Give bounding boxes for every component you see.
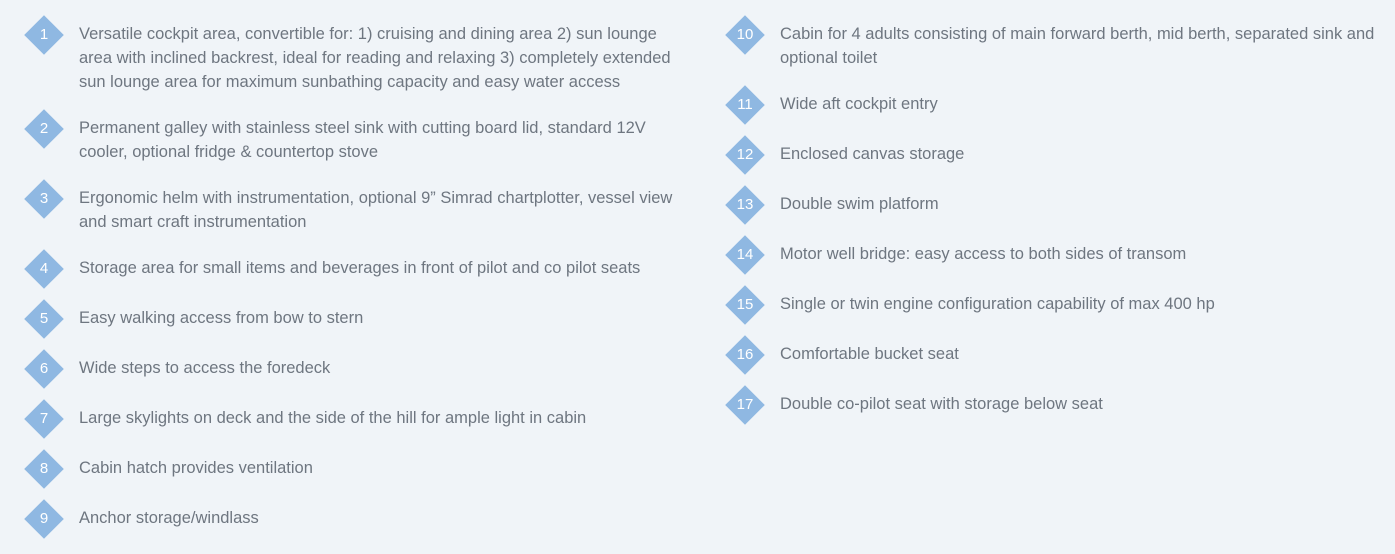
diamond-number-badge: 3 xyxy=(24,179,64,219)
feature-item-17: 17 Double co-pilot seat with storage bel… xyxy=(725,385,1375,425)
diamond-number-badge: 14 xyxy=(725,235,765,275)
feature-description: Cabin for 4 adults consisting of main fo… xyxy=(780,25,1375,67)
diamond-number-badge: 1 xyxy=(24,15,64,55)
feature-item-6: 6 Wide steps to access the foredeck xyxy=(24,349,684,389)
diamond-number-badge: 17 xyxy=(725,385,765,425)
feature-number: 6 xyxy=(39,360,49,377)
diamond-number-badge: 15 xyxy=(725,285,765,325)
feature-number: 16 xyxy=(736,346,754,363)
feature-number: 4 xyxy=(39,260,49,277)
diamond-number-badge: 12 xyxy=(725,135,765,175)
feature-item-2: 2 Permanent galley with stainless steel … xyxy=(24,109,684,164)
feature-description: Large skylights on deck and the side of … xyxy=(79,409,587,427)
feature-item-9: 9 Anchor storage/windlass xyxy=(24,499,684,539)
feature-item-13: 13 Double swim platform xyxy=(725,185,1375,225)
feature-number: 1 xyxy=(39,26,49,43)
diamond-number-badge: 7 xyxy=(24,399,64,439)
feature-item-7: 7 Large skylights on deck and the side o… xyxy=(24,399,684,439)
feature-item-12: 12 Enclosed canvas storage xyxy=(725,135,1375,175)
feature-number: 14 xyxy=(736,246,754,263)
feature-list-left: 1 Versatile cockpit area, convertible fo… xyxy=(24,15,684,554)
feature-description: Double swim platform xyxy=(780,195,939,213)
feature-item-11: 11 Wide aft cockpit entry xyxy=(725,85,1375,125)
feature-description: Comfortable bucket seat xyxy=(780,345,959,363)
feature-number: 12 xyxy=(736,146,754,163)
feature-number: 13 xyxy=(736,196,754,213)
feature-description: Versatile cockpit area, convertible for:… xyxy=(79,25,671,91)
feature-description: Motor well bridge: easy access to both s… xyxy=(780,245,1187,263)
diamond-number-badge: 9 xyxy=(24,499,64,539)
feature-description: Enclosed canvas storage xyxy=(780,145,965,163)
feature-item-10: 10 Cabin for 4 adults consisting of main… xyxy=(725,15,1375,70)
feature-item-14: 14 Motor well bridge: easy access to bot… xyxy=(725,235,1375,275)
feature-number: 11 xyxy=(737,96,753,113)
diamond-number-badge: 13 xyxy=(725,185,765,225)
feature-item-1: 1 Versatile cockpit area, convertible fo… xyxy=(24,15,684,94)
feature-number: 9 xyxy=(39,510,49,527)
feature-number: 3 xyxy=(39,190,49,207)
diamond-number-badge: 2 xyxy=(24,109,64,149)
feature-number: 15 xyxy=(736,296,754,313)
feature-item-3: 3 Ergonomic helm with instrumentation, o… xyxy=(24,179,684,234)
feature-description: Wide steps to access the foredeck xyxy=(79,359,331,377)
feature-item-8: 8 Cabin hatch provides ventilation xyxy=(24,449,684,489)
feature-item-15: 15 Single or twin engine configuration c… xyxy=(725,285,1375,325)
feature-number: 8 xyxy=(39,460,49,477)
feature-list-right: 10 Cabin for 4 adults consisting of main… xyxy=(725,15,1375,440)
diamond-number-badge: 8 xyxy=(24,449,64,489)
feature-number: 7 xyxy=(39,410,49,427)
feature-description: Storage area for small items and beverag… xyxy=(79,259,641,277)
diamond-number-badge: 10 xyxy=(725,15,765,55)
feature-item-5: 5 Easy walking access from bow to stern xyxy=(24,299,684,339)
feature-description: Double co-pilot seat with storage below … xyxy=(780,395,1103,413)
feature-item-4: 4 Storage area for small items and bever… xyxy=(24,249,684,289)
feature-number: 17 xyxy=(736,396,754,413)
feature-number: 2 xyxy=(39,120,49,137)
feature-number: 5 xyxy=(39,310,49,327)
feature-description: Cabin hatch provides ventilation xyxy=(79,459,313,477)
diamond-number-badge: 5 xyxy=(24,299,64,339)
diamond-number-badge: 16 xyxy=(725,335,765,375)
feature-description: Single or twin engine configuration capa… xyxy=(780,295,1215,313)
feature-description: Permanent galley with stainless steel si… xyxy=(79,119,646,161)
diamond-number-badge: 6 xyxy=(24,349,64,389)
feature-description: Ergonomic helm with instrumentation, opt… xyxy=(79,189,673,231)
feature-description: Anchor storage/windlass xyxy=(79,509,259,527)
feature-description: Wide aft cockpit entry xyxy=(780,95,938,113)
diamond-number-badge: 4 xyxy=(24,249,64,289)
feature-number: 10 xyxy=(736,26,754,43)
feature-item-16: 16 Comfortable bucket seat xyxy=(725,335,1375,375)
diamond-number-badge: 11 xyxy=(725,85,765,125)
feature-description: Easy walking access from bow to stern xyxy=(79,309,364,327)
